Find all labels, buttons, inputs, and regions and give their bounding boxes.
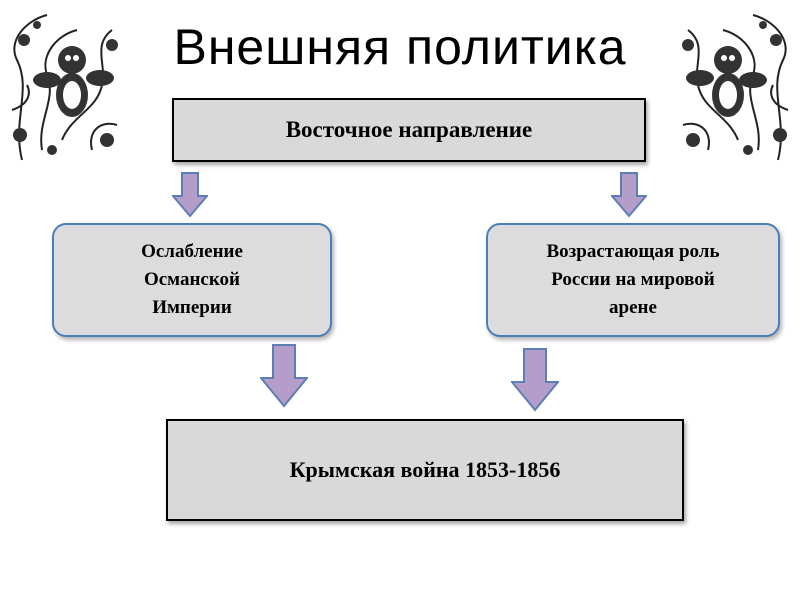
left-box-line-1: Ослабление <box>141 241 243 262</box>
cherub-ornament-icon <box>682 14 789 161</box>
top-box-label: Восточное направление <box>285 117 533 142</box>
page-title: Внешняя политика <box>173 19 627 75</box>
left-box-line-3: Империи <box>152 297 232 318</box>
right-box-russia-role: Возрастающая роль России на мировой арен… <box>486 223 780 337</box>
left-box-line-2: Османской <box>143 269 241 290</box>
left-box-ottoman-weakening: Ослабление Османской Империи <box>52 223 332 337</box>
down-arrow-icon <box>172 172 208 218</box>
bottom-box-crimean-war: Крымская война 1853-1856 <box>166 419 684 521</box>
down-arrow-icon <box>611 172 647 218</box>
bottom-box-label: Крымская война 1853-1856 <box>289 457 561 482</box>
down-arrow-icon <box>511 348 559 412</box>
right-box-line-3: арене <box>609 297 657 318</box>
right-box-line-1: Возрастающая роль <box>546 241 720 262</box>
cherub-ornament-icon <box>11 14 118 161</box>
right-box-line-2: России на мировой <box>551 269 715 290</box>
top-box-eastern-direction: Восточное направление <box>172 98 646 162</box>
down-arrow-icon <box>260 344 308 408</box>
